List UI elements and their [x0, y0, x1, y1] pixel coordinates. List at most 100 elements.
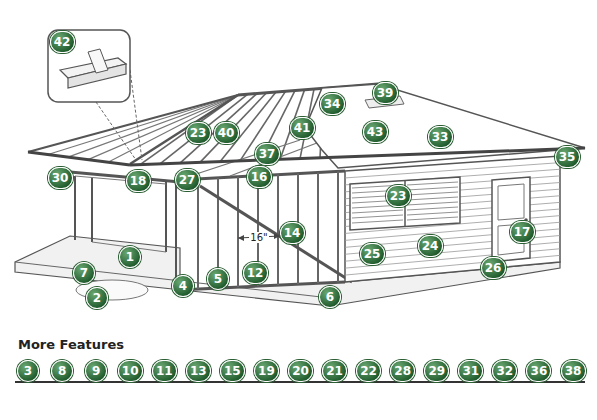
- window-louver: [352, 220, 403, 223]
- dimension-arrow: [238, 235, 244, 241]
- hip-rafter: [130, 95, 238, 164]
- callout-number: 31: [458, 360, 483, 382]
- callout-number: 30: [48, 167, 73, 189]
- callout-text: 25: [364, 248, 381, 260]
- callout-text: 36: [531, 365, 548, 377]
- callout-number: 1: [119, 246, 141, 268]
- detail-rafter: [88, 49, 108, 73]
- callout-number: 32: [492, 360, 517, 382]
- section-heading: More Features: [18, 337, 124, 352]
- callout-number: 22: [356, 360, 381, 382]
- callout-number: 24: [418, 235, 443, 257]
- roof-rafter: [68, 95, 238, 157]
- wall-stud: [317, 172, 319, 283]
- callout-text: 19: [258, 365, 275, 377]
- clad-wall: [345, 156, 560, 282]
- door: [492, 177, 530, 262]
- callout-number: 2: [86, 287, 108, 309]
- callout-text: 14: [284, 227, 301, 239]
- callout-text: 38: [565, 365, 582, 377]
- callout-number: 21: [322, 360, 347, 382]
- callout-text: 11: [156, 365, 173, 377]
- callout-text: 8: [58, 365, 66, 377]
- callout-text: 32: [497, 365, 514, 377]
- callout-text: 43: [367, 126, 384, 138]
- callout-number: 37: [255, 143, 280, 165]
- callout-text: 17: [514, 226, 531, 238]
- callout-number: 23: [386, 185, 411, 207]
- roof-rafter: [108, 95, 238, 162]
- callout-text: 9: [92, 365, 100, 377]
- wall-stud: [337, 171, 339, 282]
- window-louver: [407, 207, 458, 210]
- callout-text: 31: [462, 365, 479, 377]
- bottom-plate: [178, 282, 345, 290]
- callout-number: 15: [220, 360, 245, 382]
- callout-number: 9: [85, 360, 107, 382]
- callout-number: 8: [51, 360, 73, 382]
- callout-number: 7: [73, 262, 95, 284]
- window-louver: [407, 202, 458, 205]
- callout-number: 6: [319, 286, 341, 308]
- callout-number: 27: [175, 169, 200, 191]
- callout-text: 40: [218, 127, 235, 139]
- detail-leader: [130, 70, 142, 160]
- wall-stud: [277, 175, 279, 286]
- callout-number: 11: [152, 360, 177, 382]
- callout-number: 3: [17, 360, 39, 382]
- callout-text: 39: [377, 87, 394, 99]
- callout-number: 33: [428, 126, 453, 148]
- callout-text: 7: [80, 267, 88, 279]
- callout-text: 28: [394, 365, 411, 377]
- callout-number: 17: [510, 221, 535, 243]
- window-louver: [407, 192, 458, 195]
- callout-text: 18: [130, 175, 147, 187]
- callout-number: 25: [360, 243, 385, 265]
- callout-text: 21: [326, 365, 343, 377]
- callout-text: 5: [214, 273, 222, 285]
- window-louver: [352, 215, 403, 218]
- window-louver: [407, 182, 458, 185]
- callout-number: 16: [247, 166, 272, 188]
- detail-leader: [96, 102, 136, 160]
- callout-number: 10: [118, 360, 143, 382]
- callout-number: 41: [290, 117, 315, 139]
- porch-beam: [75, 176, 166, 184]
- callout-number: 26: [481, 257, 506, 279]
- callout-text: 42: [54, 36, 71, 48]
- callout-text: 30: [52, 172, 69, 184]
- hip-rafter: [28, 95, 238, 152]
- window-louver: [407, 217, 458, 220]
- porch-post: [91, 178, 93, 242]
- detail-inset: [48, 30, 130, 102]
- dimension-label: 16": [249, 232, 268, 243]
- fascia: [130, 148, 585, 165]
- callout-text: 1: [126, 251, 134, 263]
- window-louver: [407, 197, 458, 200]
- callout-number: 34: [320, 93, 345, 115]
- callout-number: 38: [561, 360, 586, 382]
- callout-text: 35: [559, 151, 576, 163]
- roof-rafter: [88, 95, 238, 160]
- callout-number: 28: [390, 360, 415, 382]
- callout-text: 27: [179, 174, 196, 186]
- callout-text: 20: [292, 365, 309, 377]
- window-frame: [350, 177, 460, 230]
- callout-number: 14: [280, 222, 305, 244]
- callout-number: 13: [186, 360, 211, 382]
- callout-text: 23: [190, 127, 207, 139]
- callout-number: 35: [555, 146, 580, 168]
- callout-number: 36: [526, 360, 551, 382]
- callout-text: 24: [422, 240, 439, 252]
- corner-post: [175, 183, 177, 290]
- callout-text: 6: [326, 291, 334, 303]
- callout-number: 23: [186, 122, 211, 144]
- porch-post: [165, 182, 167, 252]
- callout-text: 26: [485, 262, 502, 274]
- callout-text: 23: [390, 190, 407, 202]
- callout-number: 29: [424, 360, 449, 382]
- callout-text: 33: [432, 131, 449, 143]
- callout-number: 4: [172, 275, 194, 297]
- fascia: [28, 152, 130, 165]
